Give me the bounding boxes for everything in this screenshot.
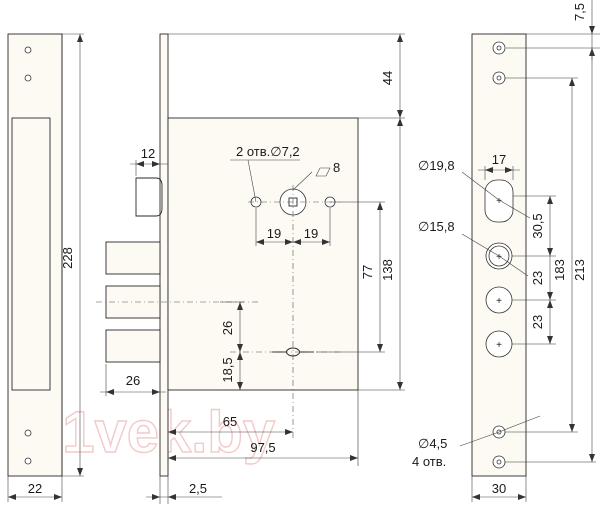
dim-26-vertical: 26: [220, 321, 235, 335]
svg-text:+: +: [496, 340, 502, 351]
screw-hole-icon: [24, 429, 32, 437]
screw-hole-icon: [24, 457, 32, 465]
lock-case: [167, 117, 359, 391]
dim-183: 183: [552, 259, 567, 281]
dim-23-lower: 23: [530, 315, 545, 329]
keyhole-icon: [272, 347, 314, 353]
dim-diameter-4-5: ∅4,5: [418, 436, 447, 451]
front-view-holes: + + + + 7,5 213 183 17 ∅19,8: [412, 0, 600, 502]
dim-65: 65: [223, 414, 237, 429]
svg-text:+: +: [496, 296, 502, 307]
front-plate-view: 228 22: [7, 33, 84, 502]
dead-bolt-1: [105, 241, 161, 275]
svg-text:+: +: [496, 196, 502, 207]
dim-97-5: 97,5: [250, 440, 275, 455]
dim-4-holes: 4 отв.: [412, 454, 446, 469]
dim-2-holes-7-2: 2 отв.∅7,2: [236, 144, 300, 159]
dim-diameter-19-8: ∅19,8: [418, 158, 455, 173]
dim-22: 22: [28, 481, 42, 496]
dead-bolt-3: [105, 329, 161, 363]
dim-30-5: 30,5: [530, 213, 545, 238]
screw-hole-icon: [24, 46, 32, 54]
dim-26-throw: 26: [126, 373, 140, 388]
lock-body-side-view: 44 138 12 26 2 отв.∅7,2: [96, 33, 405, 504]
latch-opening: [484, 179, 514, 223]
svg-text:+: +: [496, 252, 502, 263]
screw-hole-icon: [24, 74, 32, 82]
dim-228: 228: [60, 247, 75, 269]
dim-19-right: 19: [304, 226, 318, 241]
watermark: 21vek.by: [30, 400, 275, 465]
latch-bolt: [135, 177, 163, 217]
dim-square-8: 8: [333, 160, 340, 175]
dim-213: 213: [572, 259, 587, 281]
dim-44: 44: [380, 71, 395, 85]
dim-19-left: 19: [267, 226, 281, 241]
dim-18-5: 18,5: [220, 357, 235, 382]
dim-2-5: 2,5: [189, 481, 207, 496]
dim-diameter-15-8: ∅15,8: [418, 219, 455, 234]
dim-138: 138: [380, 259, 395, 281]
front-plate: [7, 33, 63, 477]
dim-30: 30: [492, 481, 506, 496]
dim-7-5: 7,5: [572, 3, 587, 21]
dim-23-upper: 23: [530, 271, 545, 285]
dim-12: 12: [141, 146, 155, 161]
dim-17: 17: [492, 152, 506, 167]
latch-slot: [11, 117, 51, 391]
dim-77: 77: [360, 265, 375, 279]
faceplate-edge: [159, 33, 169, 477]
